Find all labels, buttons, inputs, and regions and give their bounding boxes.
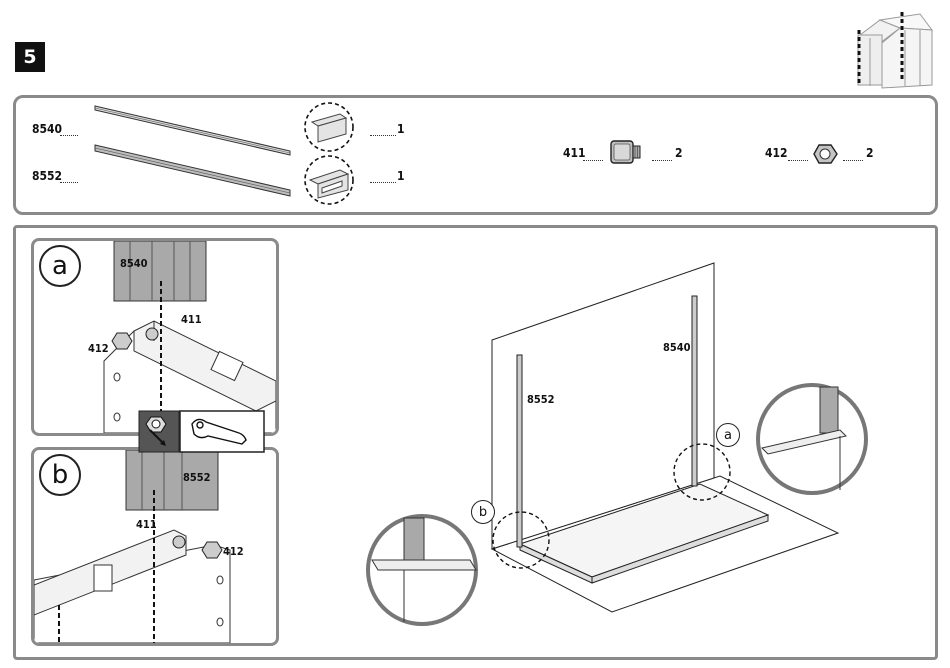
main-label-8552: 8552 <box>527 393 555 406</box>
detail-a-marker: a <box>39 245 81 287</box>
leader-dots <box>788 160 808 161</box>
detail-a-bolt-code: 411 <box>181 313 202 326</box>
leader-dots <box>60 182 78 183</box>
detail-b-rail-code: 8552 <box>183 471 211 484</box>
part-code-412: 412 <box>765 146 788 160</box>
part-qty-411: 2 <box>675 146 683 160</box>
part-code-411: 411 <box>563 146 586 160</box>
part-qty-8540: 1 <box>397 122 405 136</box>
part-qty-412: 2 <box>866 146 874 160</box>
detail-b-nut-code: 412 <box>223 545 244 558</box>
part-code-8540: 8540 <box>32 122 62 136</box>
leader-dots <box>60 135 78 136</box>
main-marker-b: b <box>471 500 495 524</box>
detail-b-bolt-code: 411 <box>136 518 157 531</box>
part-qty-8552: 1 <box>397 169 405 183</box>
leader-dots <box>370 182 396 183</box>
leader-dots <box>843 160 863 161</box>
main-label-8540: 8540 <box>663 341 691 354</box>
detail-b-marker: b <box>39 454 81 496</box>
leader-dots <box>370 135 396 136</box>
detail-a-rail-code: 8540 <box>120 257 148 270</box>
leader-dots <box>583 160 603 161</box>
parts-list-panel <box>13 95 938 215</box>
main-marker-a: a <box>716 423 740 447</box>
leader-dots <box>652 160 672 161</box>
step-number-badge: 5 <box>15 42 45 72</box>
detail-a-nut-code: 412 <box>88 342 109 355</box>
part-code-8552: 8552 <box>32 169 62 183</box>
